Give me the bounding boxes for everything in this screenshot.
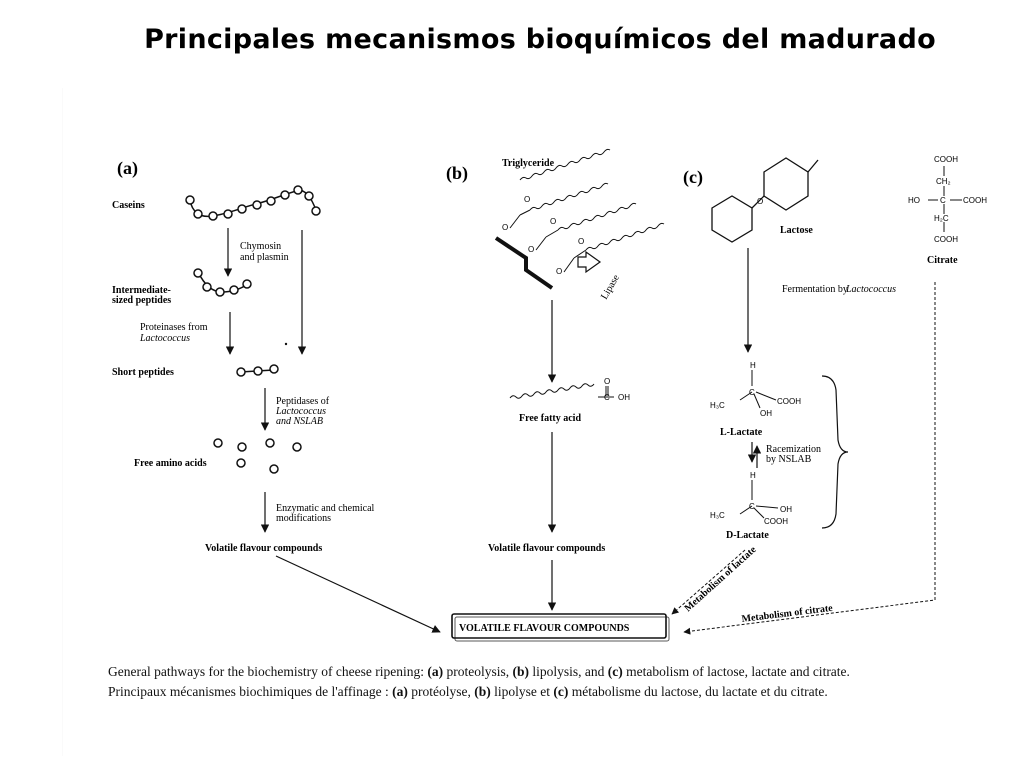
- proteinases-organism-label: Lactococcus: [139, 333, 190, 344]
- citrate-h2c: H₂C: [934, 214, 949, 223]
- l-lactate-oh: OH: [760, 409, 772, 418]
- acid-oh: OH: [618, 393, 630, 402]
- chymosin-label: Chymosin: [240, 241, 281, 252]
- racemization-nslab-label: by NSLAB: [766, 454, 812, 465]
- racemization-brace: [821, 375, 849, 529]
- section-c-label: (c): [683, 167, 703, 188]
- d-lactate-h3c: H₃C: [710, 511, 725, 520]
- metabolism-lactate-label: Metabolism of lactate: [683, 544, 759, 614]
- triglyceride-label: Triglyceride: [502, 158, 555, 169]
- l-lactate-label: L-Lactate: [720, 427, 763, 438]
- fermentation-label: Fermentation by: [782, 284, 848, 295]
- citrate-cooh-top: COOH: [934, 155, 958, 164]
- lipase-arrow-icon: [577, 250, 602, 274]
- short-peptide-chain: [236, 364, 279, 377]
- ester-o-3: O: [556, 267, 562, 276]
- d-lactate-oh: OH: [780, 505, 792, 514]
- l-lactate-cooh: COOH: [777, 397, 801, 406]
- citrate-ho: HO: [908, 196, 920, 205]
- volatile-compounds-box-label: VOLATILE FLAVOUR COMPOUNDS: [459, 623, 630, 634]
- amino-acid-beads: [213, 438, 302, 474]
- lactose-label: Lactose: [780, 225, 813, 236]
- acid-carbonyl-o: O: [604, 377, 610, 386]
- fermentation-organism-label: Lactococcus: [845, 284, 896, 295]
- d-lactate-cooh: COOH: [764, 517, 788, 526]
- lactose-structure: [711, 157, 819, 243]
- intermediate-peptides-label-2: sized peptides: [112, 295, 171, 306]
- peptidases-label: Peptidases of: [276, 396, 330, 407]
- lipase-label: Lipase: [599, 272, 622, 301]
- racemization-label: Racemization: [766, 444, 821, 455]
- peptidases-organism-label: Lactococcus: [275, 406, 326, 417]
- citrate-structure: [928, 166, 962, 232]
- short-peptides-label: Short peptides: [112, 367, 174, 378]
- caption-english: General pathways for the biochemistry of…: [108, 664, 850, 679]
- d-lactate-structure: [739, 480, 779, 519]
- enzymatic-label: Enzymatic and chemical: [276, 503, 375, 514]
- free-amino-acids-label: Free amino acids: [134, 458, 207, 469]
- l-lactate-c: C: [749, 388, 755, 397]
- section-b-label: (b): [446, 163, 468, 184]
- plasmin-label: and plasmin: [240, 252, 289, 263]
- caseins-label: Caseins: [112, 200, 145, 211]
- citrate-label: Citrate: [927, 255, 958, 266]
- caption-french: Principaux mécanismes biochimiques de l'…: [108, 684, 828, 699]
- free-fatty-acid-label: Free fatty acid: [519, 413, 581, 424]
- d-lactate-c: C: [749, 502, 755, 511]
- citrate-c: C: [940, 196, 946, 205]
- section-a-label: (a): [117, 158, 138, 179]
- intermediate-peptide-chain: [193, 268, 252, 297]
- acid-carbon: C: [604, 393, 610, 402]
- metabolism-citrate-label: Metabolism of citrate: [741, 603, 834, 625]
- modifications-label: modifications: [276, 513, 331, 524]
- l-lactate-h3c: H₃C: [710, 401, 725, 410]
- carbonyl-o-3: O: [578, 237, 584, 246]
- citrate-ch2: CH₂: [936, 177, 951, 186]
- ester-o-1: O: [502, 223, 508, 232]
- volatile-compounds-box: [451, 613, 667, 639]
- volatile-a-label: Volatile flavour compounds: [205, 543, 322, 554]
- l-lactate-h: H: [750, 361, 756, 370]
- page-title: Principales mecanismos bioquímicos del m…: [144, 24, 936, 55]
- proteinases-label: Proteinases from: [140, 322, 208, 333]
- carbonyl-o-2: O: [550, 217, 556, 226]
- glycosidic-o: O: [757, 197, 763, 206]
- carbonyl-o-1: O: [524, 195, 530, 204]
- d-lactate-h: H: [750, 471, 756, 480]
- fatty-acid-chain: [509, 383, 595, 399]
- peptidases-nslab-label: and NSLAB: [276, 416, 323, 427]
- diagram-panel: [62, 88, 979, 756]
- citrate-cooh-right: COOH: [963, 196, 987, 205]
- volatile-b-label: Volatile flavour compounds: [488, 543, 605, 554]
- triglyceride-structure: [494, 148, 665, 290]
- d-lactate-label: D-Lactate: [726, 530, 769, 541]
- citrate-cooh-bottom: COOH: [934, 235, 958, 244]
- casein-chain: [185, 185, 321, 221]
- l-lactate-structure: [739, 370, 777, 409]
- ester-o-2: O: [528, 245, 534, 254]
- intermediate-peptides-label-1: Intermediate-: [112, 285, 171, 296]
